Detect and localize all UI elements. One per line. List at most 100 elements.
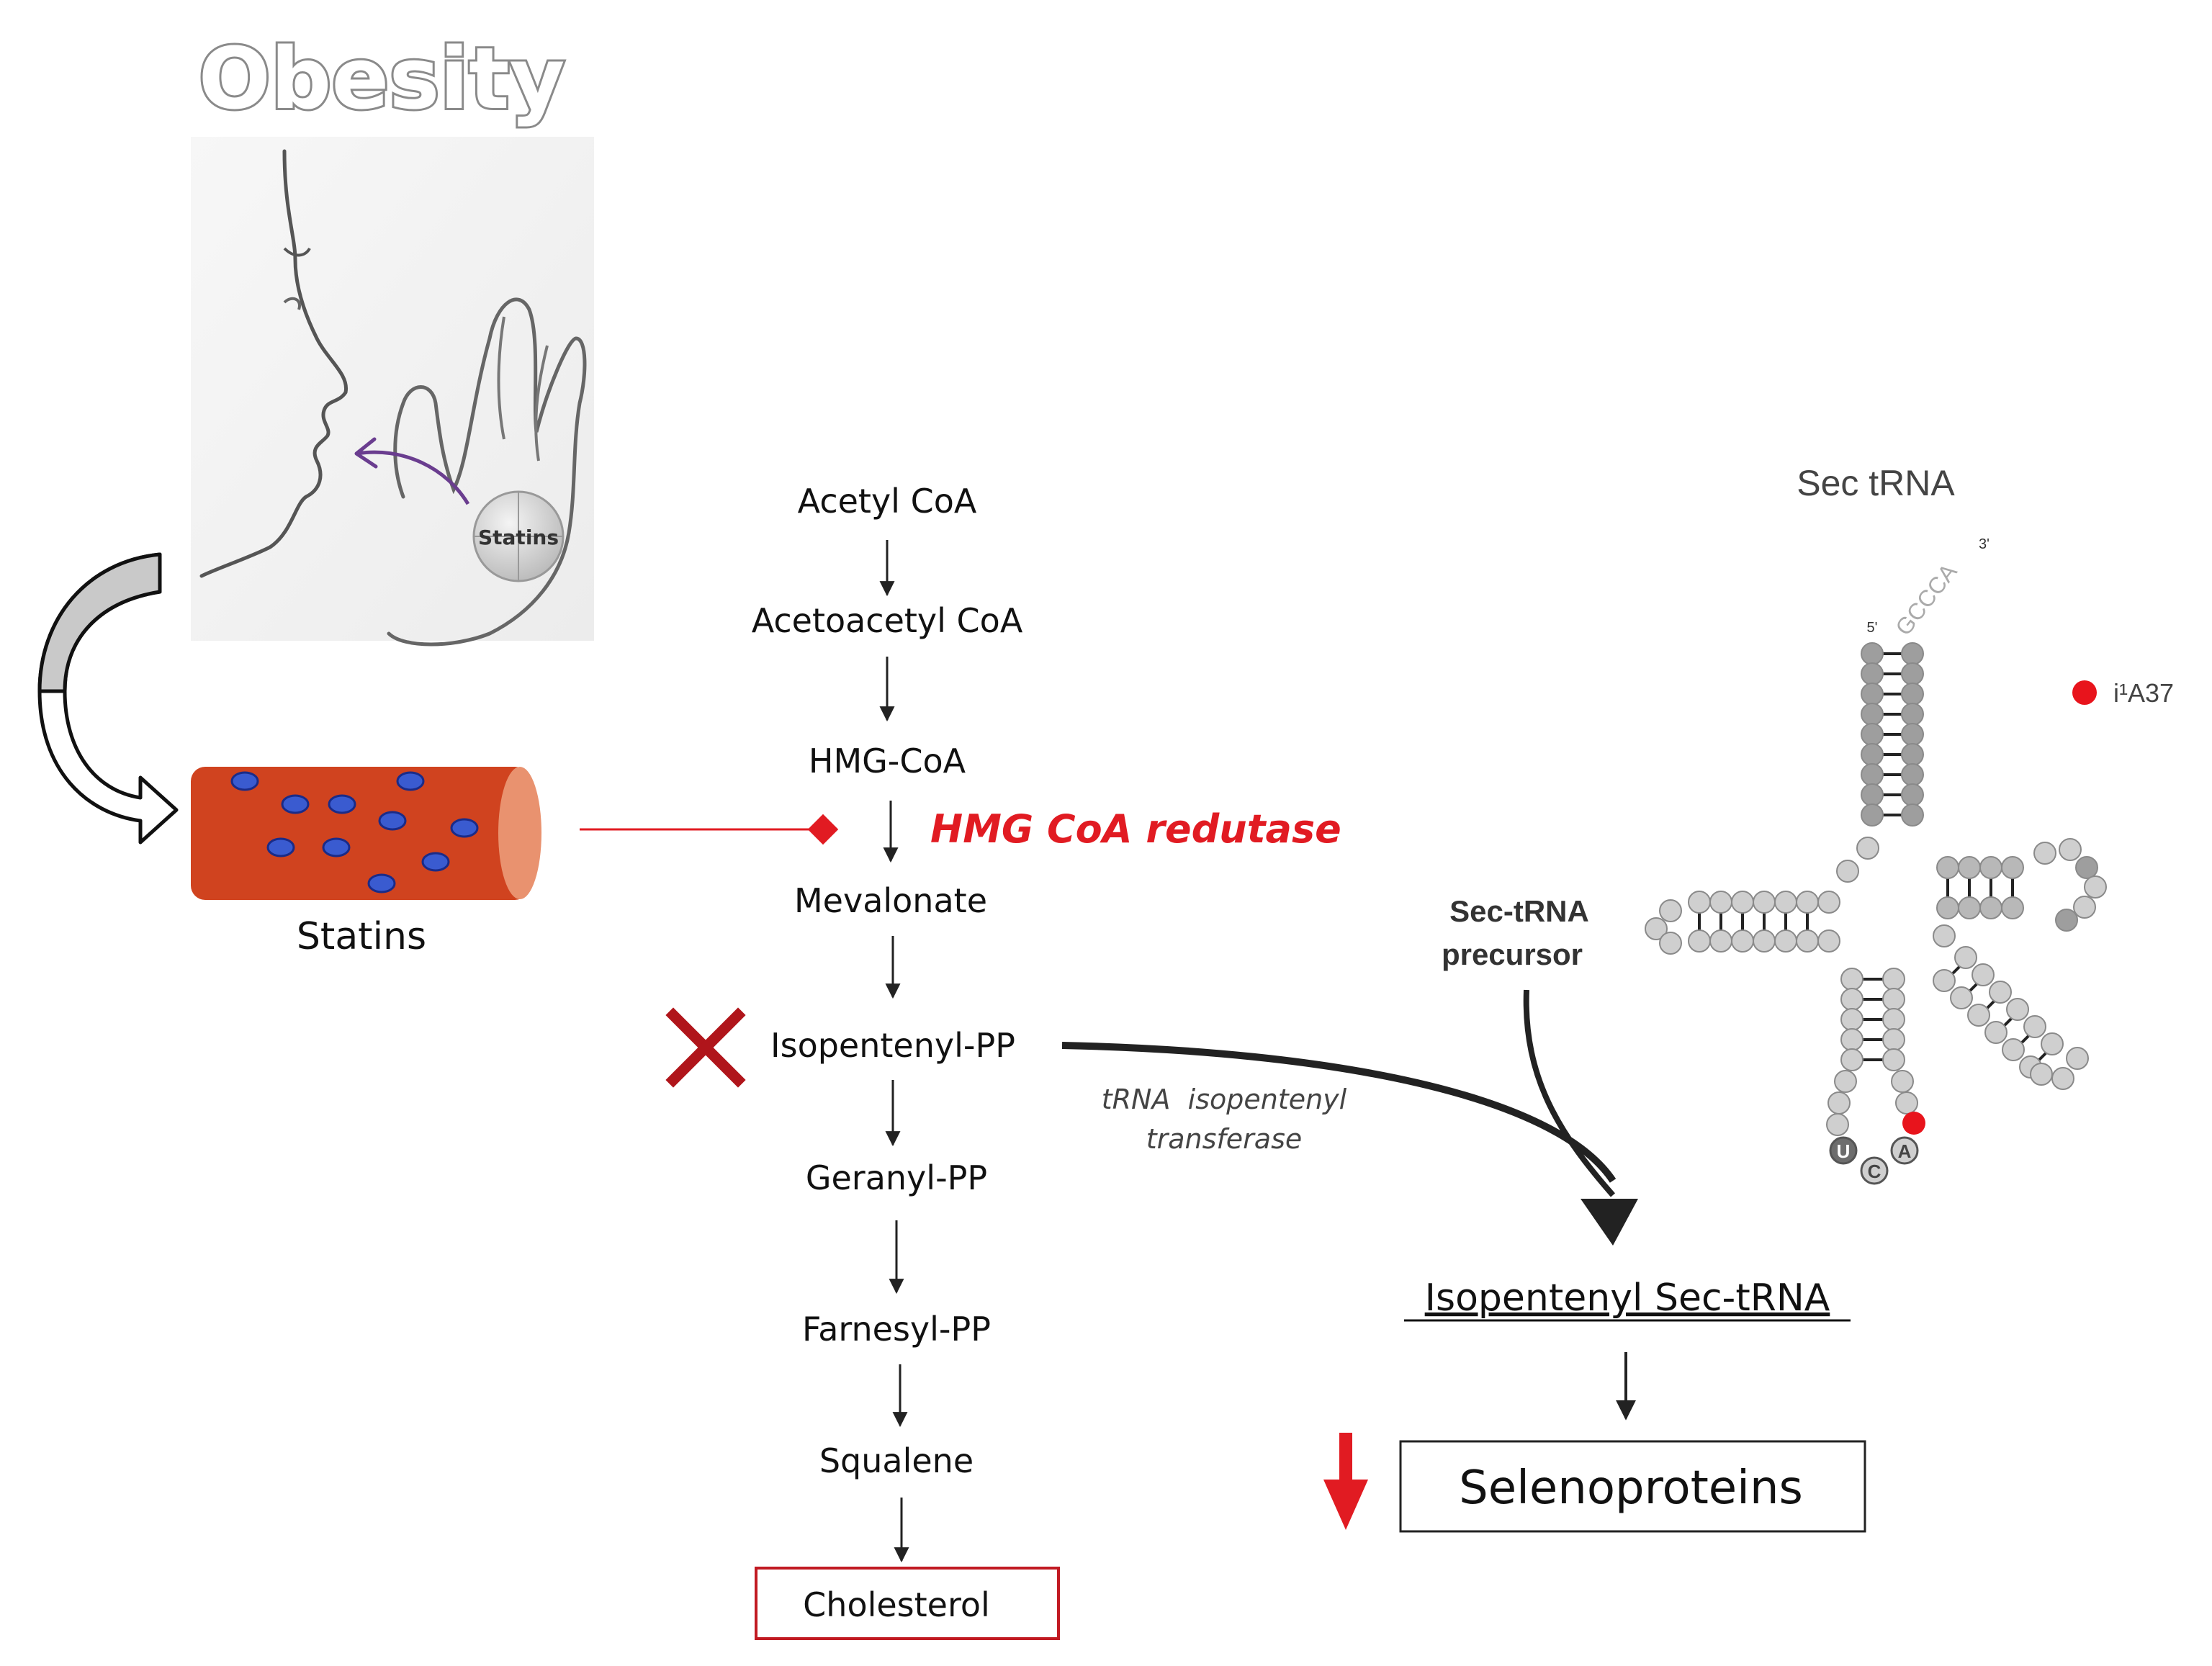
nucleotide (2001, 896, 2024, 919)
dosing-arrow (356, 450, 470, 505)
nucleotide (1901, 763, 1924, 786)
finger-line (534, 345, 549, 461)
statin-molecule (421, 852, 450, 872)
nucleotide (1901, 703, 1924, 726)
nucleotide (1688, 891, 1711, 914)
statin-molecule (281, 794, 310, 814)
face-profile (199, 149, 348, 578)
nucleotide (1840, 968, 1863, 991)
nucleotide (1882, 988, 1905, 1011)
nucleotide (1901, 803, 1924, 827)
nucleotide (1731, 891, 1754, 914)
vessel-label: Statins (297, 915, 426, 958)
nucleotide (1796, 929, 1819, 953)
nucleotide (1882, 968, 1905, 991)
enzyme-label: HMG CoA redutase (930, 806, 1341, 852)
outcome-label: Selenoproteins (1459, 1462, 1803, 1515)
step-cholesterol: Cholesterol (803, 1585, 990, 1624)
nucleotide (1901, 783, 1924, 806)
anticodon-base (1860, 1156, 1889, 1185)
ear-mark (283, 297, 301, 310)
statin-molecule (322, 837, 351, 857)
step-mevalonate: Mevalonate (794, 881, 987, 920)
nucleotide (1901, 743, 1924, 766)
nucleotide (1958, 896, 1981, 919)
nucleotide (1840, 1028, 1863, 1051)
legend-label: i¹A37 (2113, 678, 2174, 708)
nucleotide (1861, 803, 1884, 827)
isopentenyl-transfer-curve (1061, 1042, 1617, 1183)
nucleotide (1861, 662, 1884, 685)
dosing-arrow-head (354, 437, 378, 469)
step-farnesyl-pp: Farnesyl-PP (802, 1310, 991, 1348)
nucleotide (1861, 683, 1884, 706)
nucleotide (1861, 703, 1884, 726)
nucleotide (1882, 1048, 1905, 1071)
nucleotide (1979, 896, 2002, 919)
inhibition-diamond (807, 814, 839, 845)
nucleotide (1688, 929, 1711, 953)
nucleotide (1901, 683, 1924, 706)
nucleotide (1936, 896, 1959, 919)
transferase-line1: tRNA isopentenyl (1102, 1084, 1347, 1115)
nucleotide (1709, 929, 1732, 953)
nucleotide (1933, 969, 1956, 992)
anticodon-u: U (1837, 1140, 1851, 1162)
nucleotide (2059, 838, 2082, 861)
block-x-icon (665, 1007, 746, 1088)
nucleotide (2055, 909, 2078, 932)
statin-molecule (266, 837, 295, 857)
nucleotide (2041, 1032, 2064, 1055)
nucleotide (1709, 891, 1732, 914)
nucleotide (1826, 1113, 1849, 1136)
step-acetoacetyl-coa: Acetoacetyl CoA (752, 601, 1023, 640)
mevalonate-pathway: Acetyl CoA Acetoacetyl CoA HMG-CoA HMG C… (665, 482, 1341, 1640)
nucleotide (1958, 856, 1981, 879)
nucleotide (1861, 763, 1884, 786)
step-isopentenyl-pp: Isopentenyl-PP (770, 1026, 1015, 1065)
nucleotide (2084, 875, 2107, 899)
nucleotide (1984, 1021, 2008, 1044)
precursor-curve (1523, 989, 1616, 1197)
nucleotide (1840, 1048, 1863, 1071)
curved-arrow-shade (37, 552, 162, 693)
nucleotide (1834, 1070, 1857, 1093)
nucleotide (2002, 1038, 2025, 1061)
nucleotide (1840, 988, 1863, 1011)
step-geranyl-pp: Geranyl-PP (806, 1158, 987, 1197)
nucleotide (2051, 1067, 2074, 1090)
nucleotide (1774, 929, 1797, 953)
nucleotide (1954, 946, 1977, 969)
nucleotide (2030, 1063, 2053, 1086)
step-hmg-coa: HMG-CoA (809, 742, 966, 780)
nucleotide (2066, 1047, 2089, 1070)
modification-flow: tRNA isopentenyl transferase Sec-tRNA pr… (1061, 894, 1866, 1533)
statin-molecule (450, 818, 479, 838)
nucleotide (1882, 1008, 1905, 1031)
nucleotide (1882, 1028, 1905, 1051)
trna-nucleotides (1645, 642, 2107, 1185)
i6a37-marker (1902, 1112, 1925, 1135)
nucleotide (1861, 783, 1884, 806)
finger-line (497, 316, 505, 440)
nucleotide (1753, 929, 1776, 953)
acceptor-tail: GCCCA (1890, 559, 1962, 641)
obesity-title: Obesity (199, 29, 565, 128)
eye-mark (283, 247, 311, 257)
nucleotide (1753, 891, 1776, 914)
trna-title: Sec tRNA (1797, 463, 1955, 503)
three-prime-label: 3' (1979, 536, 1990, 552)
merge-arrowhead (1581, 1199, 1638, 1246)
sec-trna-structure: Sec tRNA 5' GCCCA 3' U C A i¹A37 (1645, 463, 2174, 1185)
nucleotide (2006, 998, 2029, 1021)
hand (387, 297, 587, 647)
nucleotide (2001, 856, 2024, 879)
nucleotide (1796, 891, 1819, 914)
nucleotide (2023, 1015, 2046, 1038)
nucleotide (2075, 856, 2098, 879)
anticodon-base (1829, 1136, 1858, 1165)
nucleotide (1836, 860, 1859, 883)
nucleotide (1936, 856, 1959, 879)
five-prime-label: 5' (1867, 620, 1878, 636)
